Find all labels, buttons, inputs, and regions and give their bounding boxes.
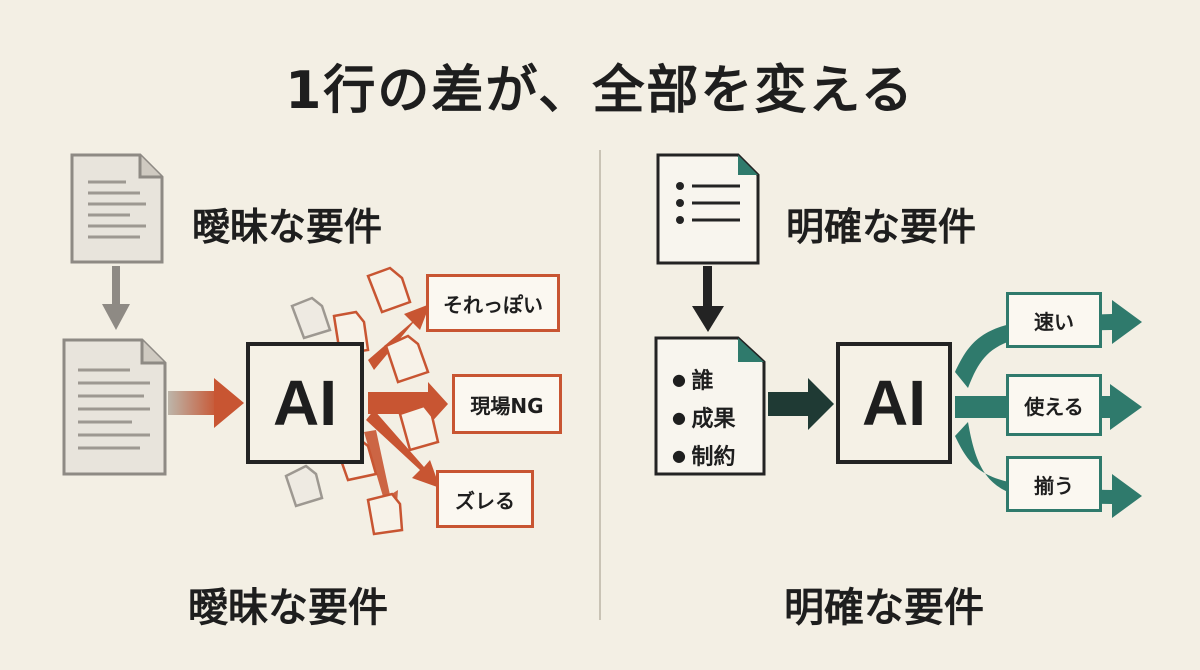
- arrow-right-icon: [768, 378, 834, 430]
- vague-heading-top: 曖昧な要件: [192, 205, 383, 249]
- arrow-down-icon: [102, 266, 130, 330]
- output-box-vague: ズレる: [436, 470, 534, 528]
- ai-box-clear: AI: [836, 342, 952, 464]
- clear-heading-bottom: 明確な要件: [784, 585, 984, 631]
- document-icon: [62, 338, 167, 476]
- arrow-right-icon: [168, 378, 244, 428]
- bullet-item: 成果: [672, 400, 736, 438]
- vague-heading-bottom: 曖昧な要件: [188, 585, 388, 631]
- page-title: 1行の差が、全部を変える: [285, 61, 915, 121]
- output-box-clear: 揃う: [1006, 456, 1102, 512]
- output-box-clear: 速い: [1006, 292, 1102, 348]
- document-icon: [70, 153, 164, 264]
- bullet-item: 誰: [672, 362, 736, 400]
- center-divider: [599, 150, 601, 620]
- clear-heading-top: 明確な要件: [786, 205, 977, 249]
- output-box-vague: 現場NG: [452, 374, 562, 434]
- output-box-clear: 使える: [1006, 374, 1102, 436]
- arrow-down-icon: [692, 266, 724, 332]
- faded-pages-icon: [284, 296, 332, 508]
- bullet-item: 制約: [672, 438, 736, 476]
- output-box-vague: それっぽい: [426, 274, 560, 332]
- document-icon: [656, 153, 760, 265]
- requirement-bullets: 誰 成果 制約: [672, 362, 736, 476]
- ai-box-vague: AI: [246, 342, 364, 464]
